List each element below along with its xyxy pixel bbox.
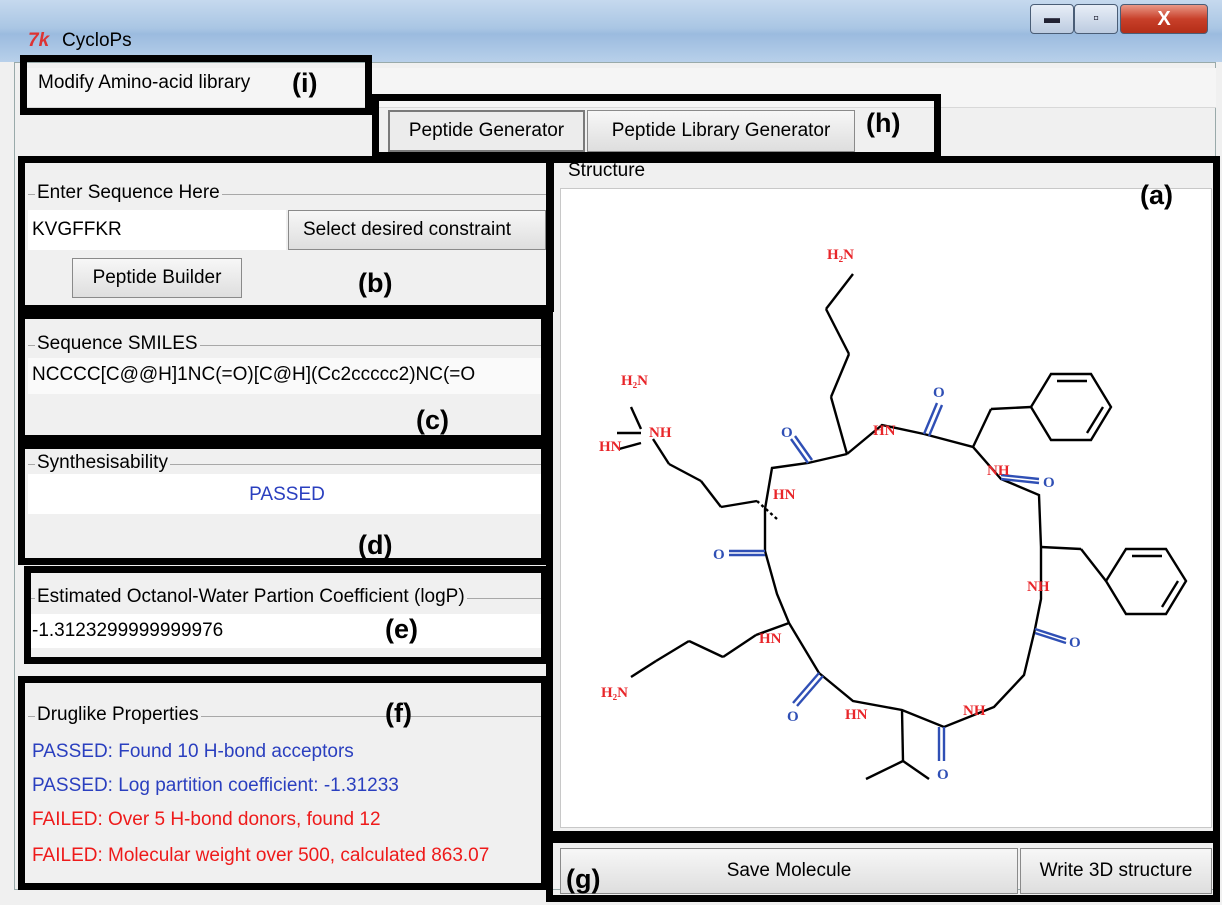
write-3d-structure-button[interactable]: Write 3D structure: [1020, 848, 1212, 894]
synth-group-title: Synthesisability: [35, 452, 170, 474]
smiles-output[interactable]: NCCCC[C@@H]1NC(=O)[C@H](Cc2ccccc2)NC(=O: [28, 358, 546, 394]
atom-label-h2n: H₂N: [827, 247, 854, 263]
menu-modify-amino-acid-library[interactable]: Modify Amino-acid library: [38, 72, 251, 93]
atom-label-o: O: [1069, 635, 1081, 651]
annotation-label-f: (f): [385, 698, 412, 728]
window-title: CycloPs: [62, 30, 132, 51]
sequence-group-title: Enter Sequence Here: [35, 182, 222, 204]
atom-label-o: O: [933, 385, 945, 401]
save-molecule-button[interactable]: Save Molecule: [560, 848, 1018, 894]
annotation-box-d: [18, 442, 548, 565]
smiles-group-border: [28, 345, 546, 346]
atom-label-nh: NH: [987, 463, 1010, 479]
menu-bar: [22, 68, 1216, 108]
atom-label-o: O: [713, 547, 725, 563]
annotation-box-c: [18, 312, 548, 442]
annotation-box-e: [24, 566, 548, 664]
atom-label-nh: NH: [963, 703, 986, 719]
peptide-structure-drawing: H₂N H₂N HN NH H₂N HN HN NH NH HN NH HN O…: [599, 247, 1188, 783]
annotation-label-c: (c): [416, 405, 449, 435]
annotation-label-h: (h): [866, 108, 901, 138]
atom-label-nh: NH: [649, 425, 672, 441]
structure-canvas: H₂N H₂N HN NH H₂N HN HN NH NH HN NH HN O…: [560, 188, 1212, 828]
druglike-group-title: Druglike Properties: [35, 704, 201, 726]
smiles-group-title: Sequence SMILES: [35, 333, 200, 355]
annotation-label-i: (i): [292, 68, 318, 98]
annotation-label-d: (d): [358, 530, 393, 560]
tab-peptide-generator[interactable]: Peptide Generator: [388, 110, 585, 152]
select-constraint-button[interactable]: Select desired constraint: [288, 210, 546, 250]
annotation-label-g: (g): [566, 864, 601, 894]
synth-group-border: [28, 464, 546, 465]
sequence-input[interactable]: KVGFFKR: [28, 210, 286, 250]
logp-output[interactable]: -1.3123299999999976: [28, 614, 546, 648]
druglike-result: FAILED: Molecular weight over 500, calcu…: [32, 845, 490, 866]
tab-peptide-library-generator[interactable]: Peptide Library Generator: [587, 110, 855, 152]
sequence-group-border: [28, 194, 546, 195]
atom-label-hn: HN: [845, 707, 868, 723]
atom-label-hn: HN: [873, 423, 896, 439]
atom-label-o: O: [787, 709, 799, 725]
atom-label-o: O: [1043, 475, 1055, 491]
annotation-label-b: (b): [358, 268, 393, 298]
close-button[interactable]: X: [1120, 4, 1208, 34]
atom-label-hn: HN: [599, 439, 622, 455]
annotation-box-i: [20, 55, 372, 115]
atom-label-hn: HN: [773, 487, 796, 503]
structure-group-title: Structure: [566, 160, 648, 182]
maximize-icon: ▫: [1093, 10, 1099, 27]
logp-group-title: Estimated Octanol-Water Partion Coeffici…: [35, 586, 467, 608]
annotation-box-b: [18, 156, 554, 312]
druglike-group-border: [28, 716, 546, 717]
peptide-builder-button[interactable]: Peptide Builder: [72, 258, 242, 298]
synthesisability-result: PASSED: [28, 474, 546, 514]
druglike-result: PASSED: Log partition coefficient: -1.31…: [32, 775, 399, 796]
annotation-label-a: (a): [1140, 180, 1173, 210]
druglike-result: PASSED: Found 10 H-bond acceptors: [32, 741, 354, 762]
annotation-label-e: (e): [385, 614, 418, 644]
close-icon: X: [1157, 7, 1171, 30]
minimize-icon: ▬: [1044, 10, 1060, 27]
atom-label-o: O: [781, 425, 793, 441]
atom-label-o: O: [937, 767, 949, 783]
druglike-result: FAILED: Over 5 H-bond donors, found 12: [32, 809, 381, 830]
window-title-bar[interactable]: [0, 0, 1222, 62]
minimize-button[interactable]: ▬: [1030, 4, 1074, 34]
bond-lines: [617, 273, 1188, 781]
annotation-box-f: [18, 676, 548, 890]
annotation-box-a: [546, 156, 1220, 838]
atom-label-nh: NH: [1027, 579, 1050, 595]
annotation-box-h: [372, 94, 941, 159]
atom-label-h2n: H₂N: [621, 373, 648, 389]
maximize-button[interactable]: ▫: [1074, 4, 1118, 34]
atom-label-h2n: H₂N: [601, 685, 628, 701]
annotation-box-g: [546, 836, 1220, 902]
atom-labels: H₂N H₂N HN NH H₂N HN HN NH NH HN NH HN O…: [599, 247, 1081, 783]
tk-app-icon: 7k: [28, 30, 50, 51]
atom-label-hn: HN: [759, 631, 782, 647]
